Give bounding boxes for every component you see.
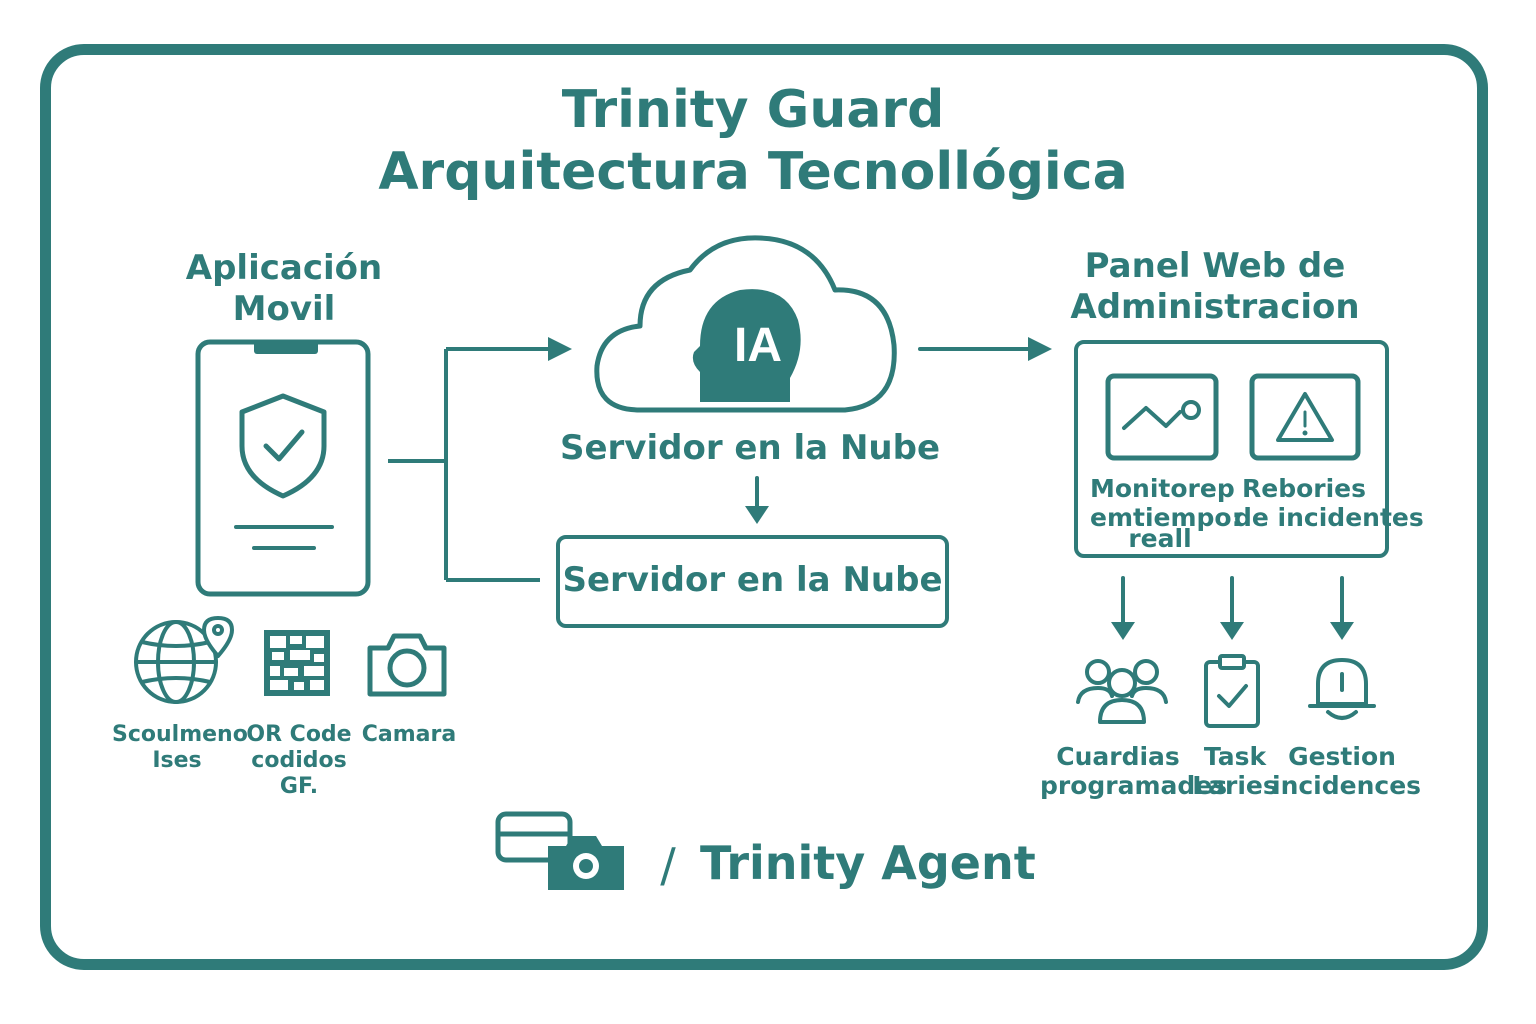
arrow-down-icon — [745, 506, 769, 524]
feature-label-1: Scoulmeno Ises — [112, 722, 248, 774]
ai-label-overlay: IA — [734, 319, 782, 372]
feature-label-3-line1: Camara — [361, 722, 457, 747]
output-label-3-line1: Gestion — [1288, 742, 1396, 771]
panel-title-line2: Administracion — [1070, 287, 1360, 327]
feature-label-3: Camara — [356, 722, 462, 748]
feature-label-1-line1: Scoulmeno — [112, 722, 248, 747]
arrow-down-icon-2 — [1220, 622, 1244, 640]
monitor-label-line3: reall — [1128, 524, 1192, 553]
phone-connectors — [388, 347, 552, 582]
qr-code-icon — [264, 630, 330, 696]
output-label-1-line1: Cuardias — [1056, 742, 1180, 771]
feature-label-2-line1: OR Code — [246, 722, 352, 747]
cloud-server-box-label: Servidor en la Nube — [562, 560, 943, 600]
panel-title-line1: Panel Web de — [1084, 246, 1346, 286]
reports-label-line1: Rebories — [1241, 474, 1366, 503]
footer-separator: / — [660, 838, 676, 892]
cloud-icon — [594, 235, 897, 413]
admin-panel-box — [1074, 340, 1389, 558]
feature-label-2-line3: GF. — [279, 774, 319, 799]
mobile-title-line1: Aplicación — [185, 248, 383, 288]
mobile-title-line2: Movil — [232, 289, 336, 329]
cloud-server-box — [556, 535, 949, 628]
outer-frame — [40, 44, 1488, 970]
people-group-icon — [1076, 659, 1168, 724]
footer-label: Trinity Agent — [700, 836, 1036, 890]
feature-label-2: OR Code codidos GF. — [240, 722, 358, 800]
arrow-down-icon-1 — [1111, 622, 1135, 640]
output-label-1-line2: programades — [1040, 771, 1228, 800]
output-label-2: Task Laries — [1190, 742, 1280, 800]
warning-icon — [1249, 373, 1361, 461]
title-line1: Trinity Guard — [561, 80, 945, 140]
globe-location-icon — [134, 616, 234, 704]
arrow-right-icon-2 — [1028, 337, 1052, 361]
bell-icon — [1308, 658, 1376, 720]
clipboard-check-icon — [1204, 654, 1260, 728]
ai-head-icon — [692, 289, 801, 402]
monitor-label: Monitorep emtiempo: reall — [1090, 474, 1242, 553]
panel-down-arrows — [1121, 576, 1344, 627]
smartphone-icon — [195, 339, 371, 597]
card-camera-icon — [495, 811, 624, 890]
output-label-2-line1: Task — [1203, 742, 1267, 771]
feature-label-2-line2: codidos — [251, 748, 347, 773]
title-line2: Arquitectura Tecnollógica — [378, 142, 1128, 202]
output-label-3: Gestion incidences — [1272, 742, 1422, 800]
cloud-caption: Servidor en la Nube — [559, 428, 941, 468]
output-label-1: Cuardias programades — [1040, 742, 1228, 800]
feature-label-1-line2: Ises — [152, 748, 202, 773]
panel-title: Panel Web de Administracion — [1050, 246, 1380, 328]
camera-icon — [367, 633, 447, 697]
monitor-label-line1: Monitorep — [1090, 474, 1235, 503]
arrow-down-icon-3 — [1330, 622, 1354, 640]
monitor-label-line2: emtiempo: — [1090, 503, 1242, 532]
mobile-title: Aplicación Movil — [164, 248, 404, 330]
output-label-2-line2: Laries — [1192, 771, 1278, 800]
arrow-right-icon — [548, 337, 572, 361]
monitor-chart-icon — [1105, 373, 1219, 461]
output-label-3-line2: incidences — [1272, 771, 1422, 800]
